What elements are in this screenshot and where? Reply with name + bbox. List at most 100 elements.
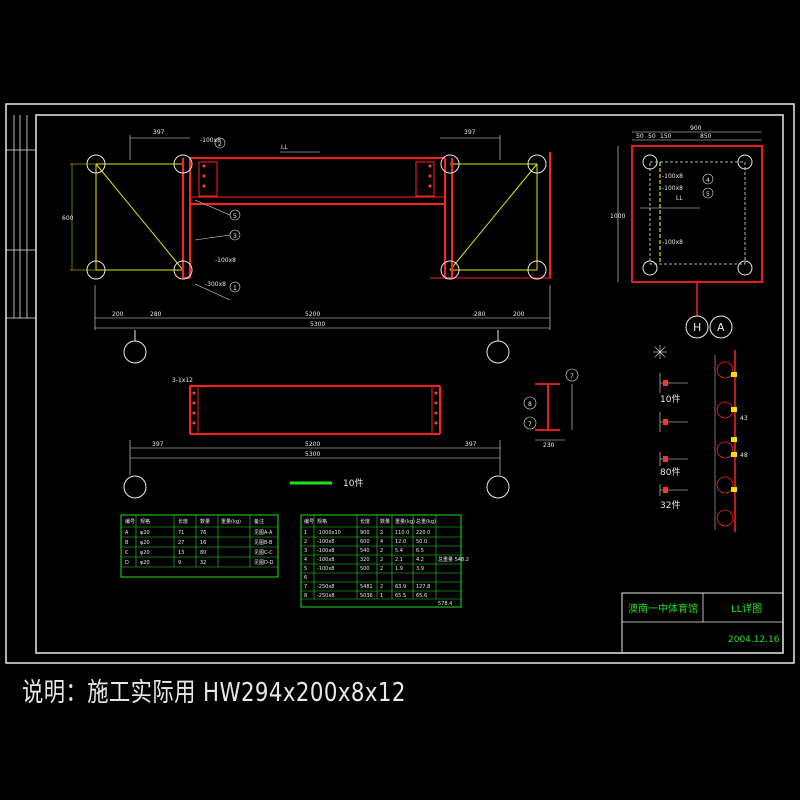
table-right-cell: -100x8 <box>317 566 335 572</box>
table-right-cell: 63.9 <box>395 584 406 590</box>
plan-dim-4: 900 <box>690 125 702 132</box>
table-right-cell: 12.0 <box>395 539 406 545</box>
table-right-cell: 7 <box>304 584 307 590</box>
table-left-cell: 27 <box>178 540 184 546</box>
project-name: 澳南一中体育馆 <box>628 602 698 615</box>
dim-height: 600 <box>62 215 74 222</box>
beam-ll <box>182 152 552 279</box>
table-left-header: 重量(kg) <box>221 518 241 525</box>
anchor-count-3: 32件 <box>660 499 680 511</box>
table-left-cell: 71 <box>178 530 184 536</box>
table-right-header: 总重(kg) <box>416 518 436 525</box>
table-right-cell: 2 <box>380 548 383 554</box>
table-right-cell: 3 <box>304 548 307 554</box>
anchor-count-2: 80件 <box>660 466 680 478</box>
table-right-cell: -100x8 <box>317 548 335 554</box>
table-right-cell: -250x8 <box>317 593 335 599</box>
table-right-cell: 3.9 <box>416 566 424 572</box>
table-left-cell: A <box>125 530 129 536</box>
table-left-cell: 13 <box>178 550 184 556</box>
table-right-cell: -1000x10 <box>317 530 341 536</box>
section-dim: 230 <box>543 442 555 449</box>
table-left-cell: 见图B-B <box>254 540 273 546</box>
table-left-cell: 80 <box>200 550 206 556</box>
table-total: 578.4 <box>438 601 452 607</box>
table-left-cell: φ20 <box>140 530 150 536</box>
dim-b4: 280 <box>474 311 486 318</box>
table-right-header: 规格 <box>317 518 327 525</box>
table-right-cell: 540 <box>360 548 370 554</box>
anchor-count-1: 10件 <box>660 393 680 405</box>
callout-1: 1 <box>233 285 237 292</box>
table-right-cell: 5.4 <box>395 548 403 554</box>
table-left-cell: 见图C-C <box>254 550 273 556</box>
plan-label-1: -100x8 <box>662 173 683 180</box>
lower-count-label: 10件 <box>343 477 363 489</box>
table-right-cell: -100x8 <box>317 539 335 545</box>
table-right-cell: 1.9 <box>395 566 403 572</box>
table-right-cell: 4.2 <box>416 557 424 563</box>
table-right-cell: 4 <box>380 539 383 545</box>
table-left-cell: 见图D-D <box>254 560 274 566</box>
table-right-cell: 1 <box>304 530 307 536</box>
binding-strip <box>6 115 36 319</box>
table-right-cell: 2 <box>380 557 383 563</box>
plan-dim-3: 150 <box>660 133 672 140</box>
dim-top-left: 397 <box>153 129 165 136</box>
table-left-header: 编号 <box>125 518 135 525</box>
table-right-header: 数量 <box>380 518 390 525</box>
axis-label-h: H <box>693 321 701 334</box>
table-right-cell: 6.5 <box>416 548 424 554</box>
table-right-cell: 320 <box>360 557 370 563</box>
table-right-cell: 5481 <box>360 584 373 590</box>
plan-label-3: LL <box>676 195 683 202</box>
table-left-cell: 16 <box>200 540 206 546</box>
table-right-cell: 127.8 <box>416 584 430 590</box>
table-right-cell: 8 <box>304 593 307 599</box>
anchor-dim-2: 48 <box>740 452 748 459</box>
table-right-cell: 900 <box>360 530 370 536</box>
table-left-header: 数量 <box>200 518 210 525</box>
dim-b2: 280 <box>150 311 162 318</box>
table-right-cell: 50.0 <box>416 539 427 545</box>
table-left-cell: 9 <box>178 560 181 566</box>
lower-dim-1: 397 <box>152 441 164 448</box>
callout-2: 2 <box>218 141 222 148</box>
lower-overall: 5300 <box>305 451 320 458</box>
beam-label: LL <box>281 144 288 151</box>
table-left-header: 备注 <box>254 518 264 525</box>
table-right-cell: 6 <box>304 575 307 581</box>
table-right-cell: -250x8 <box>317 584 335 590</box>
table-left-cell: 76 <box>200 530 206 536</box>
table-right-cell: 220.0 <box>416 530 430 536</box>
drawing-name: LL详图 <box>731 602 762 615</box>
construction-note: 说明：施工实际用 HW294x200x8x12 <box>22 678 406 708</box>
plate-label-2: -100x8 <box>215 257 236 264</box>
plan-label-4: -100x8 <box>662 239 683 246</box>
plate-label-1: -100x8 <box>200 137 221 144</box>
section-callout-1: 7 <box>570 373 574 380</box>
table-right-cell: 110.0 <box>395 530 409 536</box>
dim-b3: 5200 <box>305 311 320 318</box>
plan-dim-1: 50 <box>636 133 644 140</box>
table-right-cell: 2 <box>304 539 307 545</box>
title-block: 澳南一中体育馆 LL详图 2004.12.16 <box>621 592 784 654</box>
table-left-cell: φ20 <box>140 540 150 546</box>
table-right-cell: 65.5 <box>395 593 406 599</box>
table-left-cell: φ20 <box>140 560 150 566</box>
section-callout-3: 7 <box>528 421 532 428</box>
table-left-cell: B <box>125 540 129 546</box>
anchor-dim-1: 43 <box>740 415 748 422</box>
table-left-header: 规格 <box>140 518 150 525</box>
table-right-cell: 2 <box>380 566 383 572</box>
table-right-cell: 4 <box>304 557 307 563</box>
dim-b1: 200 <box>112 311 124 318</box>
table-right-cell: -100x8 <box>317 557 335 563</box>
plan-callout-2: 5 <box>706 191 710 198</box>
section-detail: 7 8 7 230 <box>523 368 579 449</box>
dim-top-right: 397 <box>464 129 476 136</box>
axis-label-a: A <box>717 321 725 334</box>
lower-dim-3: 397 <box>465 441 477 448</box>
